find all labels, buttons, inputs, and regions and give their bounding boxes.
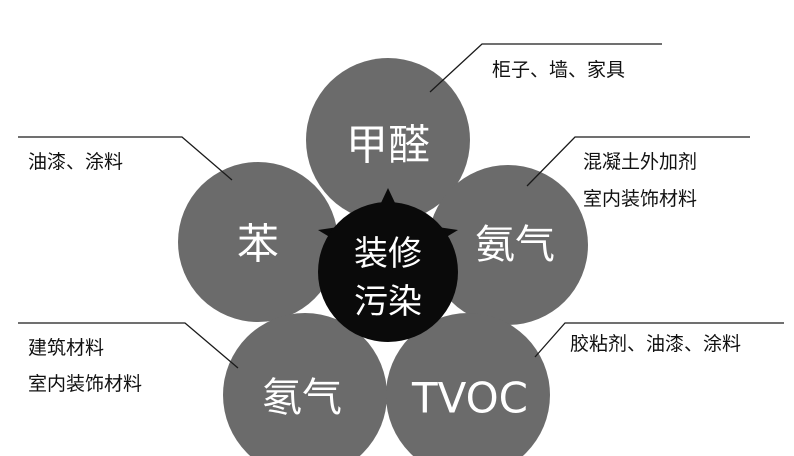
petal-radon [223, 313, 387, 456]
petal-label-ammonia: 氨气 [475, 222, 555, 268]
center-label-line1: 装修 [354, 234, 422, 274]
source-benzene-line1: 油漆、涂料 [28, 151, 123, 173]
source-formaldehyde-line1: 柜子、墙、家具 [492, 59, 625, 81]
callout-line-ammonia [526, 136, 750, 187]
source-radon-line2: 室内装饰材料 [28, 373, 142, 395]
source-radon-line1: 建筑材料 [28, 337, 104, 359]
callout-line-tvoc [534, 322, 784, 358]
petal-label-formaldehyde: 甲醛 [346, 121, 430, 170]
petal-label-radon: 氡气 [262, 375, 342, 421]
petal-benzene [178, 162, 338, 322]
petal-formaldehyde [306, 58, 470, 222]
petal-ammonia [428, 165, 588, 325]
petal-label-tvoc: TVOC [411, 374, 528, 423]
source-tvoc-line1: 胶粘剂、油漆、涂料 [570, 333, 741, 355]
petal-tvoc [386, 313, 550, 456]
petal-label-benzene: 苯 [237, 220, 279, 269]
center-label-line2: 污染 [354, 282, 422, 322]
source-ammonia-line2: 室内装饰材料 [583, 188, 697, 210]
source-ammonia-line1: 混凝土外加剂 [583, 151, 697, 173]
callout-line-benzene [18, 136, 233, 181]
callout-line-radon [18, 322, 239, 369]
callout-line-formaldehyde [429, 43, 662, 93]
center-circle [318, 202, 458, 342]
